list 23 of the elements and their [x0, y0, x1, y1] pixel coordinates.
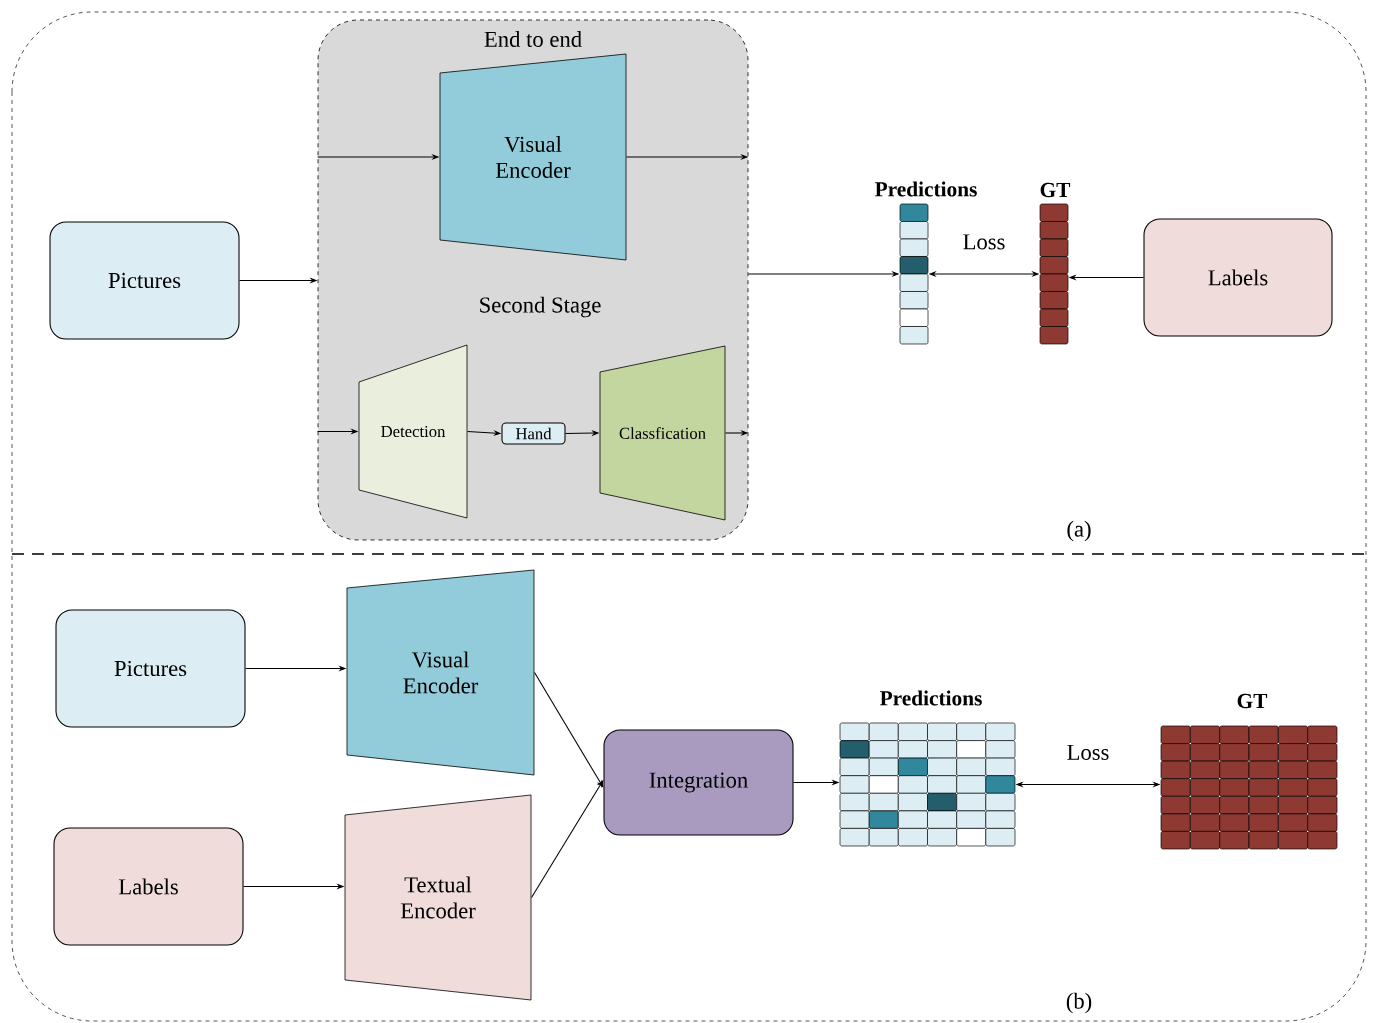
encoder-trapezoid: Visual Encoder [439, 53, 627, 261]
detection-trapezoid: Detection [358, 344, 468, 519]
node-label: GT [1040, 182, 1071, 198]
integration-box: Integration [603, 729, 794, 836]
edge-label: Loss [1067, 744, 1109, 760]
classification-trapezoid: Classfication [599, 345, 726, 521]
panel-label: (b) [1066, 992, 1092, 1014]
input-box: Pictures [49, 221, 240, 340]
panel-label: (a) [1067, 520, 1091, 542]
node-label: Predictions [880, 690, 982, 706]
input-box: Pictures [55, 609, 246, 728]
input-box: Labels [53, 827, 244, 946]
node-label: GT [1237, 693, 1268, 709]
hand-box: Hand [501, 422, 566, 445]
edge-label: Loss [963, 234, 1005, 250]
prediction-matrix: Predictions [839, 690, 1016, 847]
input-box: Labels [1143, 218, 1333, 337]
encoder-trapezoid: Textual Encoder [344, 794, 532, 1001]
arrow [534, 671, 604, 788]
ground-truth-matrix: GT [1160, 693, 1338, 850]
encoder-trapezoid: Visual Encoder [346, 569, 535, 776]
node-label: Predictions [875, 181, 977, 197]
ground-truth-vector: GT [1039, 182, 1071, 345]
